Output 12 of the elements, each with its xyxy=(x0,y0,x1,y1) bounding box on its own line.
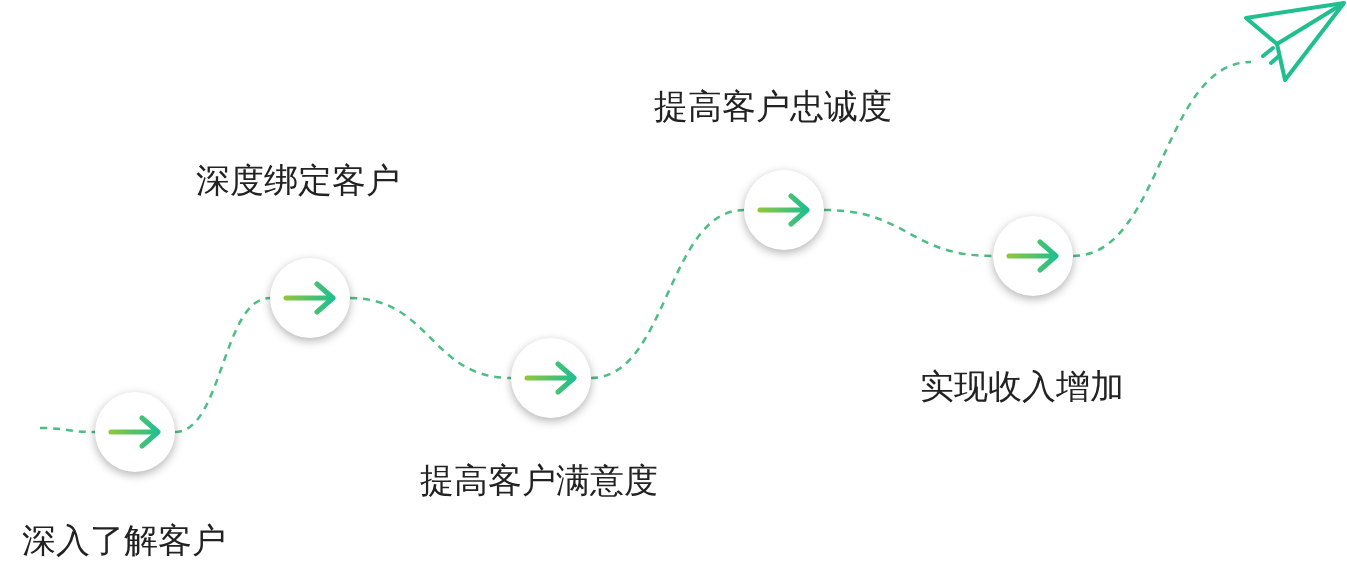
step-label: 深度绑定客户 xyxy=(196,159,400,202)
step-label: 实现收入增加 xyxy=(920,365,1124,408)
dashed-connector xyxy=(1072,60,1252,258)
step-label: 提高客户满意度 xyxy=(420,459,658,502)
dashed-connector xyxy=(823,208,994,258)
dashed-connector xyxy=(590,208,745,380)
paper-plane-icon xyxy=(1243,0,1347,84)
step-label: 提高客户忠诚度 xyxy=(654,85,892,128)
dashed-connector xyxy=(349,296,512,380)
step-label: 深入了解客户 xyxy=(22,519,226,562)
dashed-connector xyxy=(174,296,271,434)
dashed-connector xyxy=(40,426,95,434)
